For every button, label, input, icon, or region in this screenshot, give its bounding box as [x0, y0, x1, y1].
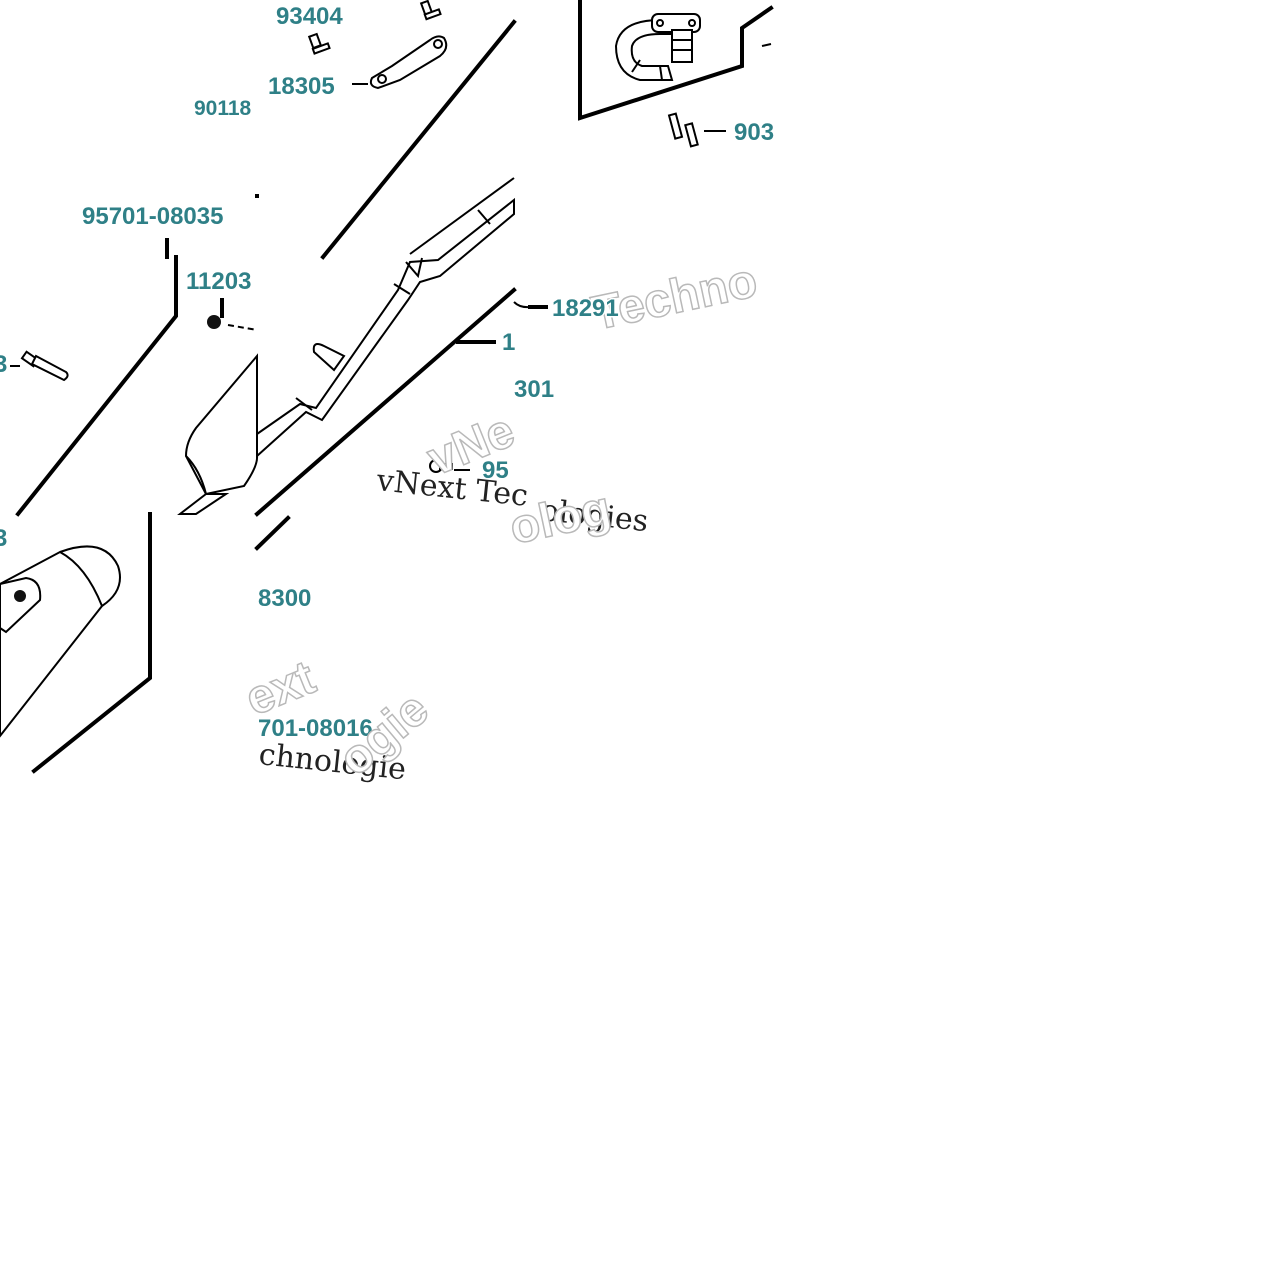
muffler-end [0, 545, 121, 738]
frame-line [31, 512, 152, 774]
label-903-partial: 903 [734, 119, 774, 146]
tile-top-right: 903 Techno [578, 0, 776, 342]
frame-line [320, 19, 517, 260]
tile-top-middle: 93404 18305 [255, 0, 517, 260]
frame-line [254, 515, 291, 551]
label-18305: 18305 [268, 73, 335, 100]
mount-bracket [0, 576, 42, 634]
bolt-icon [14, 590, 26, 602]
label-3-partial-b: 3 [0, 525, 7, 552]
label-11203: 11203 [186, 268, 251, 295]
bracket-hole [433, 39, 443, 49]
bolt-icon [20, 350, 69, 382]
label-90118: 90118 [194, 97, 252, 120]
header-pipe [614, 19, 683, 81]
bracket-part [369, 35, 448, 90]
header-stub [671, 29, 693, 63]
frame-line [15, 255, 178, 517]
tile-center: 1 95 vNe vNext Tec [254, 177, 530, 517]
bolt-icon [419, 0, 442, 21]
label-18300-partial: 8300 [258, 585, 311, 612]
label-95701-08035: 95701-08035 [82, 203, 223, 230]
muffler-body [184, 353, 259, 496]
label-3-partial: 3 [0, 351, 7, 378]
label-18291: 18291 [552, 295, 619, 322]
bracket-hole [377, 74, 387, 84]
label-95-partial: 95 [482, 457, 509, 484]
label-301-partial: 301 [514, 376, 554, 403]
label-95701-08016-partial: 701-08016 [258, 715, 373, 742]
tile-top-left: 90118 95701-08035 [81, 96, 253, 259]
label-1-partial: 1 [502, 329, 515, 356]
tile-middle-left: 11203 3 [0, 255, 259, 517]
bolt-icon [429, 459, 453, 473]
tailpipe [177, 493, 230, 515]
stud-icon [667, 112, 699, 148]
frame-line [254, 287, 517, 517]
tile-bottom-middle: 8300 ext 701-08016 chnologie ogie [238, 515, 439, 787]
label-93404: 93404 [276, 3, 343, 30]
pipe-tab [312, 343, 346, 372]
exhaust-mid-pipe [256, 197, 515, 459]
tile-bottom-left: 3 [0, 512, 152, 774]
frame-line [578, 0, 774, 121]
bolt-icon [307, 32, 331, 55]
grommet-icon [207, 315, 221, 329]
